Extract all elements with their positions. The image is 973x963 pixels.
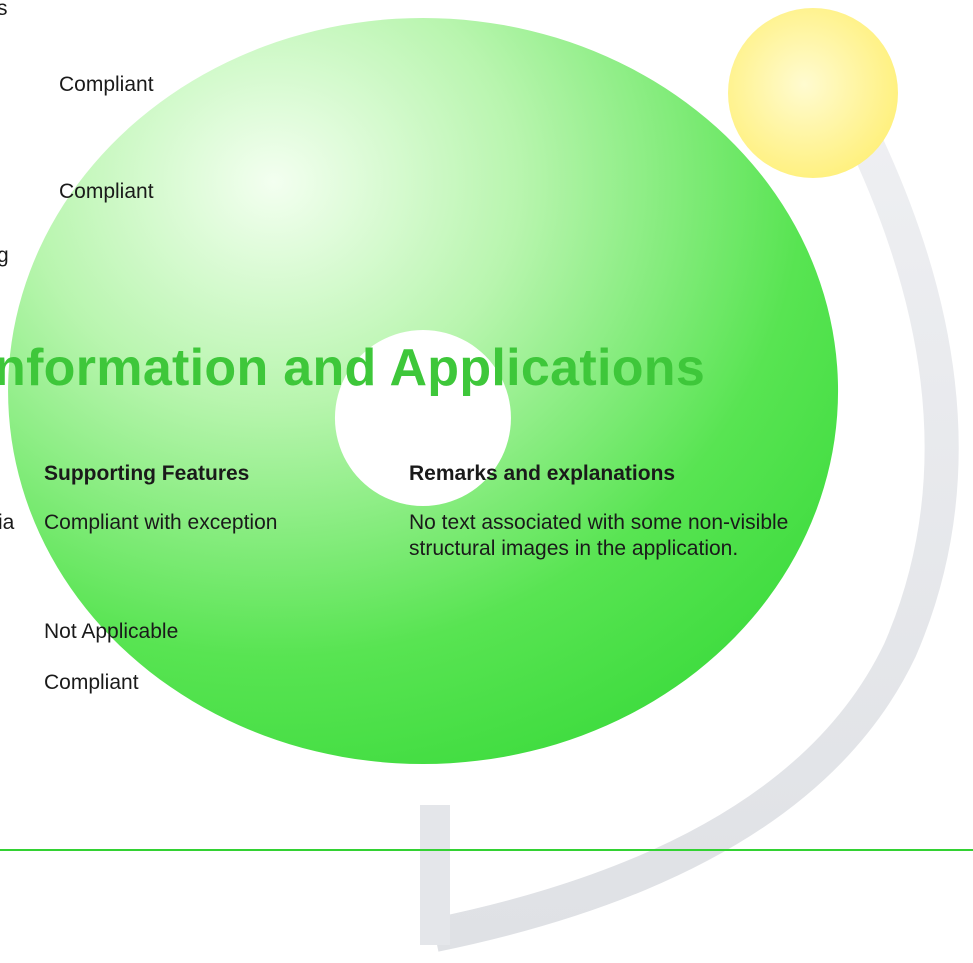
column-header-supporting-features: Supporting Features: [44, 462, 250, 485]
status-compliant-3: Compliant: [44, 671, 139, 694]
column-header-remarks: Remarks and explanations: [409, 462, 676, 485]
status-not-applicable: Not Applicable: [44, 620, 179, 643]
criteria-fragment-ia: ia: [0, 511, 15, 534]
text-fragment-s: s: [0, 0, 8, 20]
status-compliant-2: Compliant: [59, 180, 154, 203]
text-fragment-g: g: [0, 244, 9, 267]
status-compliant-with-exception: Compliant with exception: [44, 511, 278, 534]
section-heading: nformation and Applications: [0, 339, 706, 397]
remark-text: No text associated with some non-visible…: [409, 511, 789, 560]
status-compliant-1: Compliant: [59, 73, 154, 96]
gray-arc-base: [420, 805, 450, 945]
green-disc-shape: [8, 18, 839, 764]
gray-arc-shape: [431, 122, 959, 952]
yellow-sun-shape: [728, 8, 898, 178]
footer-rule: [0, 849, 973, 851]
